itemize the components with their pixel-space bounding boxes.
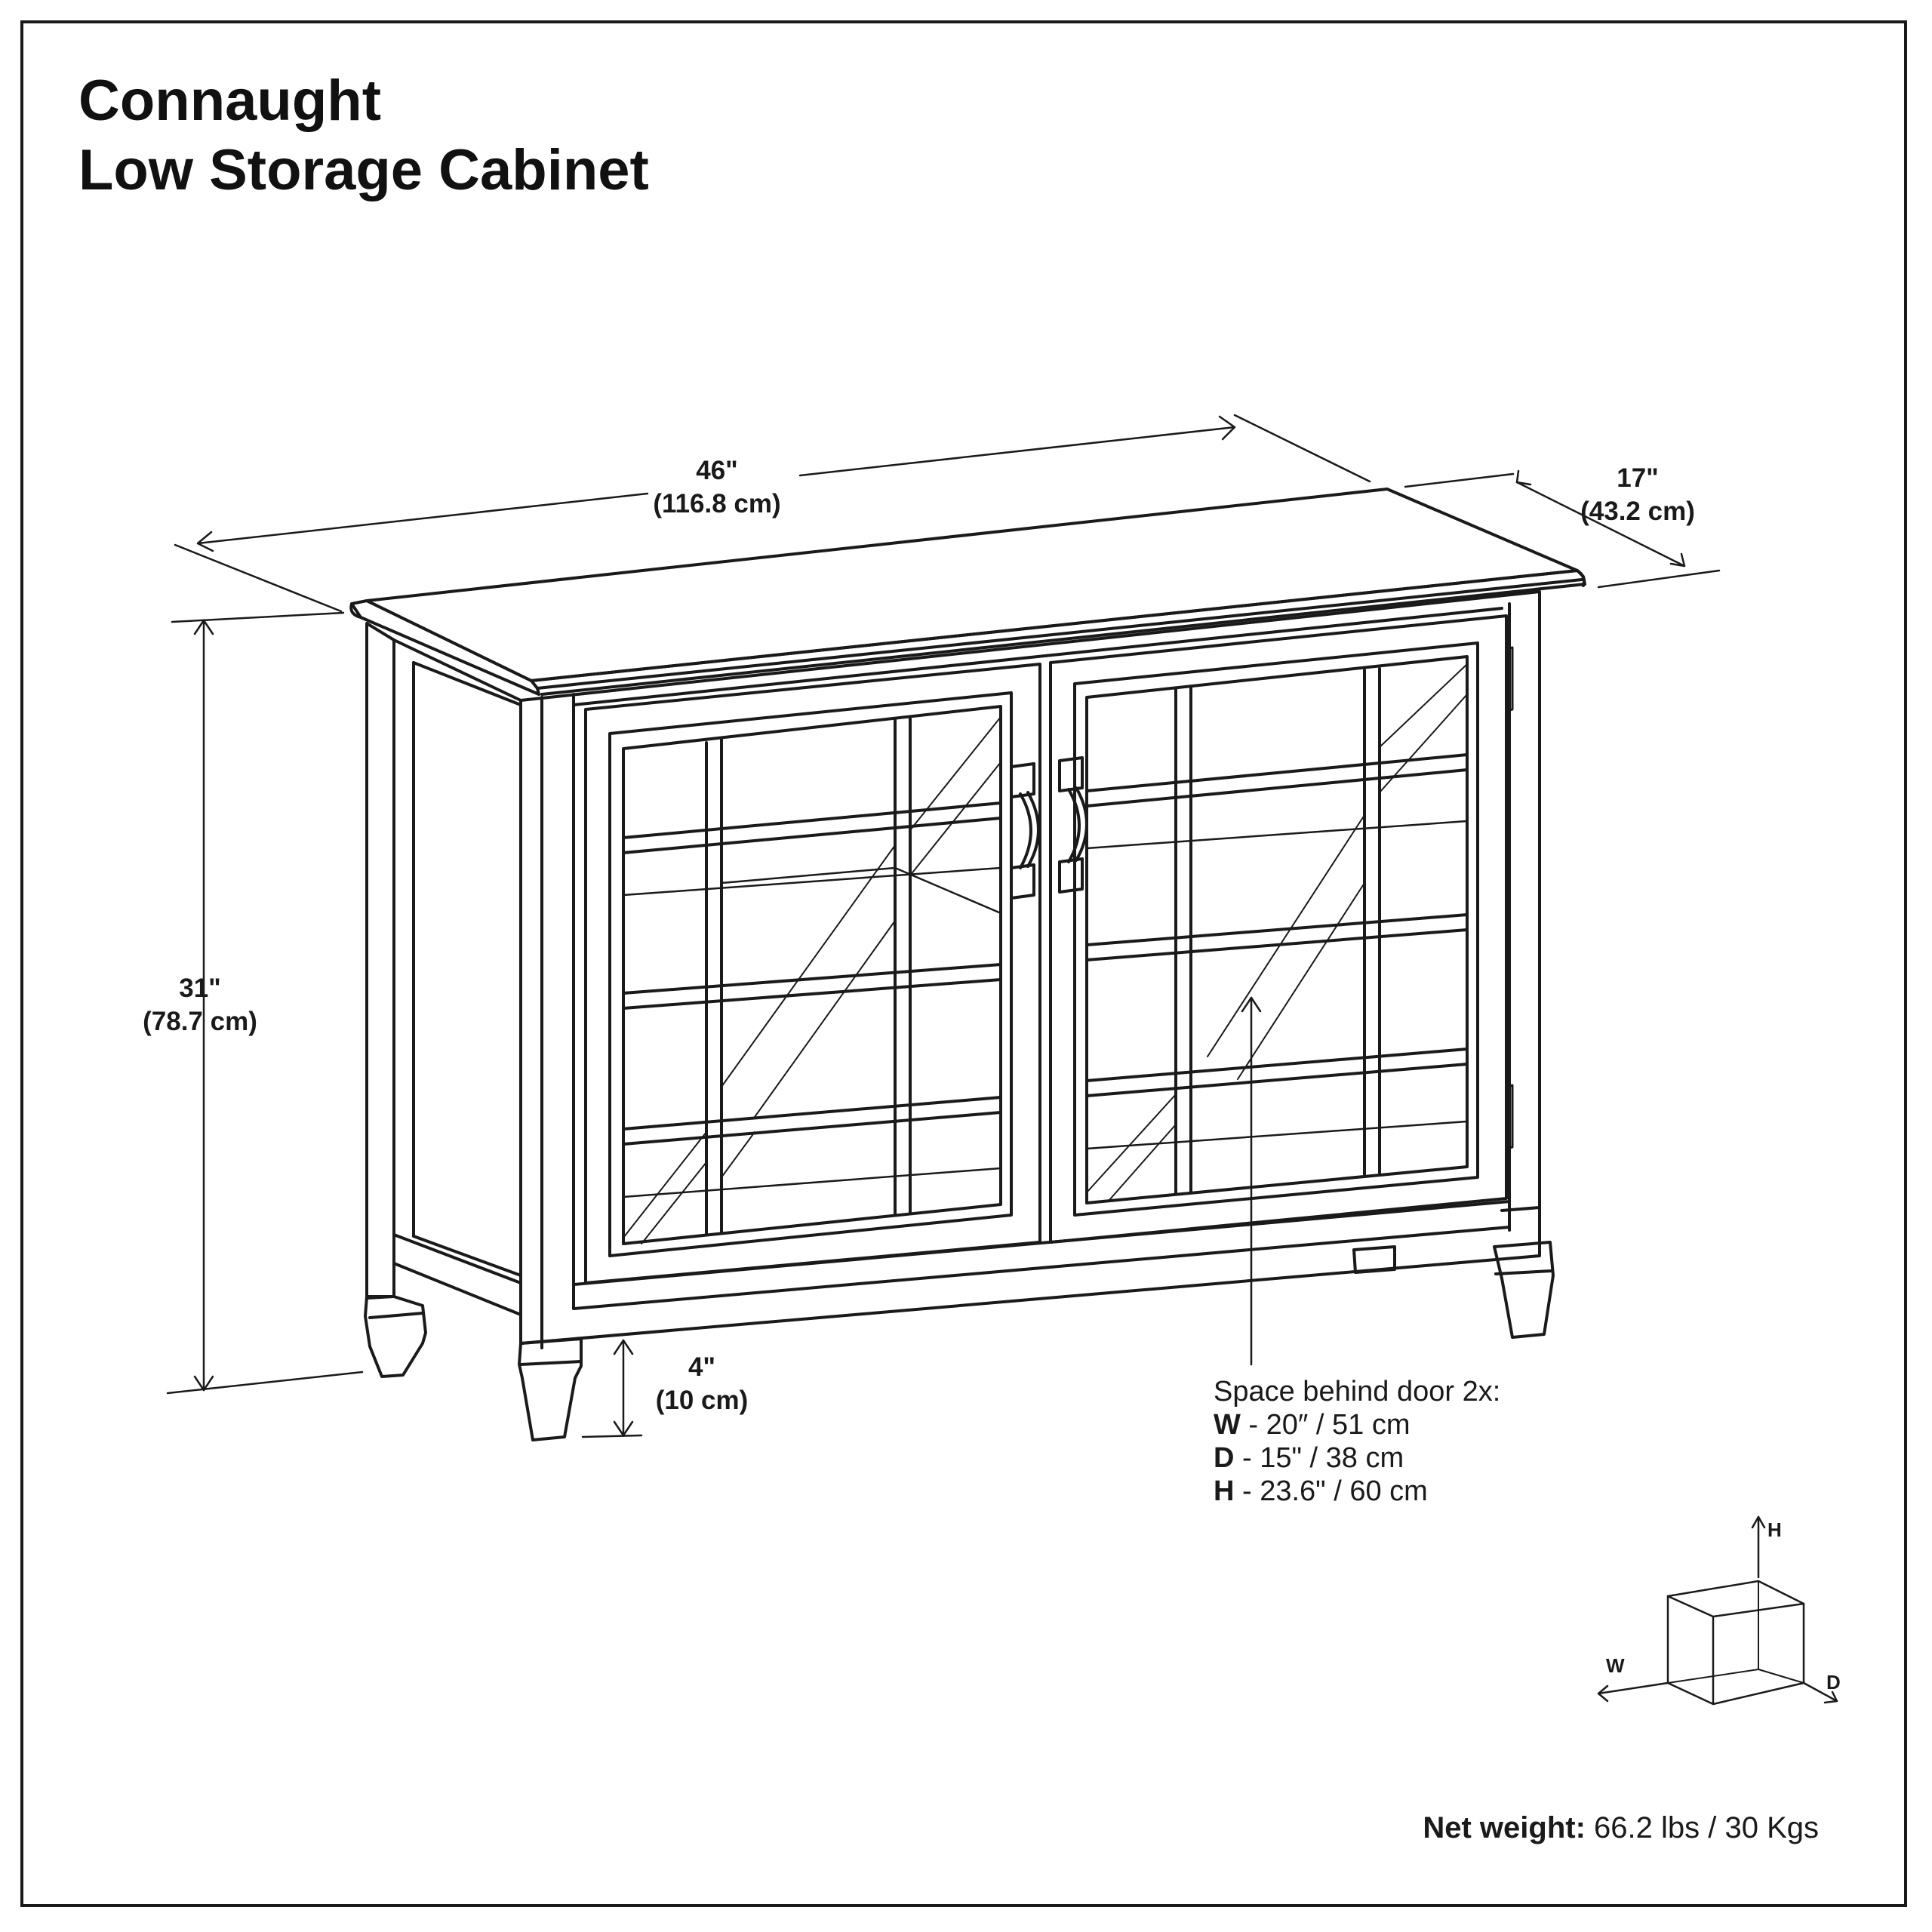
space-pointer-line [1241, 996, 1262, 1366]
depth-metric: (43.2 cm) [1580, 497, 1695, 526]
width-imperial: 46" [696, 456, 738, 485]
cabinet-front-frame [519, 590, 1541, 1349]
width-dimension-line [174, 414, 1371, 613]
cabinet-legs [364, 1241, 1555, 1441]
width-metric: (116.8 cm) [653, 489, 781, 518]
page-title: Connaught Low Storage Cabinet [78, 66, 649, 205]
leg-height-imperial: 4" [688, 1352, 716, 1382]
door-handles [1010, 756, 1088, 900]
leg-height-label: 4" (10 cm) [626, 1351, 777, 1417]
space-behind-door-info: Space behind door 2x: W - 20″ / 51 cm D … [1214, 1375, 1500, 1508]
hinges [1505, 646, 1514, 1150]
axis-label-w: W [1606, 1654, 1625, 1677]
net-weight: Net weight: 66.2 lbs / 30 Kgs [1423, 1811, 1819, 1845]
space-heading: Space behind door 2x: [1214, 1376, 1501, 1407]
right-door [1049, 614, 1508, 1244]
leg-height-metric: (10 cm) [655, 1386, 749, 1415]
axis-legend-cube [1597, 1515, 1838, 1706]
space-row-width: W - 20″ / 51 cm [1214, 1408, 1500, 1441]
height-metric: (78.7 cm) [143, 1007, 257, 1036]
depth-label: 17" (43.2 cm) [1562, 462, 1713, 528]
space-value-w: - 20″ / 51 cm [1240, 1409, 1411, 1441]
axis-label-d: D [1826, 1671, 1841, 1694]
space-row-depth: D - 15" / 38 cm [1214, 1441, 1500, 1475]
title-line-2: Low Storage Cabinet [78, 138, 649, 202]
net-weight-value: 66.2 lbs / 30 Kgs [1585, 1811, 1819, 1844]
space-key-d: D [1214, 1442, 1235, 1474]
height-imperial: 31" [179, 974, 221, 1003]
left-door [584, 663, 1041, 1284]
depth-imperial: 17" [1617, 463, 1659, 493]
space-key-w: W [1214, 1409, 1241, 1441]
axis-label-h: H [1767, 1518, 1782, 1541]
space-value-d: - 15" / 38 cm [1234, 1442, 1404, 1474]
space-key-h: H [1214, 1475, 1235, 1507]
cabinet-top [349, 488, 1586, 696]
cabinet-side [365, 622, 522, 1330]
leg-height-dimension-line [581, 1339, 643, 1438]
width-label: 46" (116.8 cm) [641, 454, 792, 521]
space-value-h: - 23.6" / 60 cm [1234, 1475, 1428, 1507]
height-label: 31" (78.7 cm) [125, 972, 275, 1038]
space-row-height: H - 23.6" / 60 cm [1214, 1475, 1500, 1508]
height-dimension-line [166, 611, 364, 1395]
title-line-1: Connaught [78, 69, 382, 133]
page-frame [20, 20, 1907, 1907]
net-weight-label: Net weight: [1423, 1811, 1586, 1844]
depth-dimension-line [1404, 469, 1721, 589]
